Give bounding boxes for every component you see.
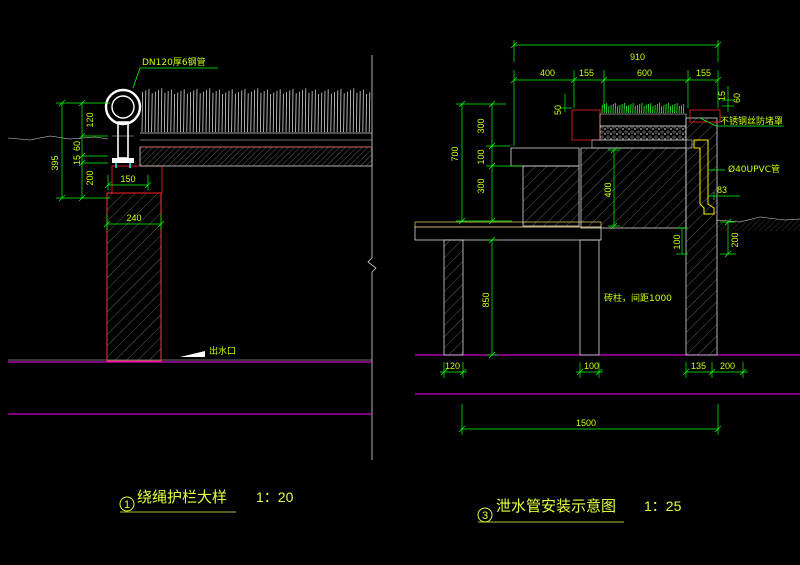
column-note: 砖柱，间距1000 — [604, 292, 672, 304]
dim-300-b: 300 — [476, 178, 486, 193]
dim-15-right: 15 — [717, 91, 727, 101]
reed-planting — [141, 88, 371, 133]
dim-200: 200 — [85, 170, 95, 185]
dim-100-left: 100 — [476, 149, 486, 164]
detail-1-title: 绕绳护栏大样 — [137, 488, 227, 506]
dim-910: 910 — [630, 52, 645, 62]
dim-155-a: 155 — [579, 68, 594, 78]
dim-50-left: 50 — [553, 105, 563, 115]
separator-line — [367, 55, 377, 460]
brick-column-left — [443, 239, 464, 356]
detail-3-drain-pipe: 910 400 155 600 155 15 60 不锈钢丝防堵罩 Ø40UPV… — [414, 40, 800, 523]
pipe-inner — [111, 95, 135, 119]
dim-700: 700 — [450, 146, 460, 161]
detail-3-scale: 1：25 — [644, 498, 682, 514]
dim-150: 150 — [120, 174, 135, 184]
detail-1-scale: 1：20 — [256, 489, 294, 505]
deck-slab — [414, 226, 602, 241]
brick-column-right — [579, 239, 600, 356]
wall-cap — [111, 165, 163, 194]
dim-100-mid: 100 — [672, 234, 682, 249]
dim-83: 83 — [717, 185, 727, 195]
dim-600: 600 — [637, 68, 652, 78]
planter-wall — [580, 147, 687, 229]
dim-1500: 1500 — [576, 418, 596, 428]
outlet-arrow — [180, 351, 205, 357]
drain-pipe — [693, 139, 715, 215]
dim-120-bottom: 120 — [445, 361, 460, 371]
dim-60: 60 — [72, 141, 82, 151]
outlet-note: 出水口 — [209, 345, 236, 357]
dim-200-bottom: 200 — [720, 361, 735, 371]
dim-850: 850 — [481, 292, 491, 307]
detail-3-title: 泄水管安装示意图 — [496, 497, 616, 515]
dim-60-right: 60 — [732, 93, 742, 103]
dim-400: 400 — [540, 68, 555, 78]
pipe-note: DN120厚6钢管 — [142, 56, 206, 68]
detail-1-number: 1 — [124, 499, 130, 511]
dim-100-bottom: 100 — [584, 361, 599, 371]
brick-wall — [106, 192, 162, 362]
dim-240: 240 — [126, 213, 141, 223]
dim-200-right: 200 — [730, 232, 740, 247]
dim-135: 135 — [691, 361, 706, 371]
dim-400-mid: 400 — [603, 182, 613, 197]
detail-1-rope-railing: DN120厚6钢管 395 120 60 15 200 — [7, 56, 373, 513]
detail-3-number: 3 — [482, 510, 488, 522]
cover-note: 不锈钢丝防堵罩 — [720, 115, 783, 127]
dim-395: 395 — [50, 155, 60, 170]
slab — [139, 146, 373, 167]
pipe-outer — [104, 88, 142, 126]
dim-155-b: 155 — [696, 68, 711, 78]
dim-15: 15 — [72, 155, 82, 165]
dim-120: 120 — [85, 112, 95, 127]
pipe-note: Ø40UPVC管 — [728, 163, 780, 175]
dim-300-a: 300 — [476, 118, 486, 133]
